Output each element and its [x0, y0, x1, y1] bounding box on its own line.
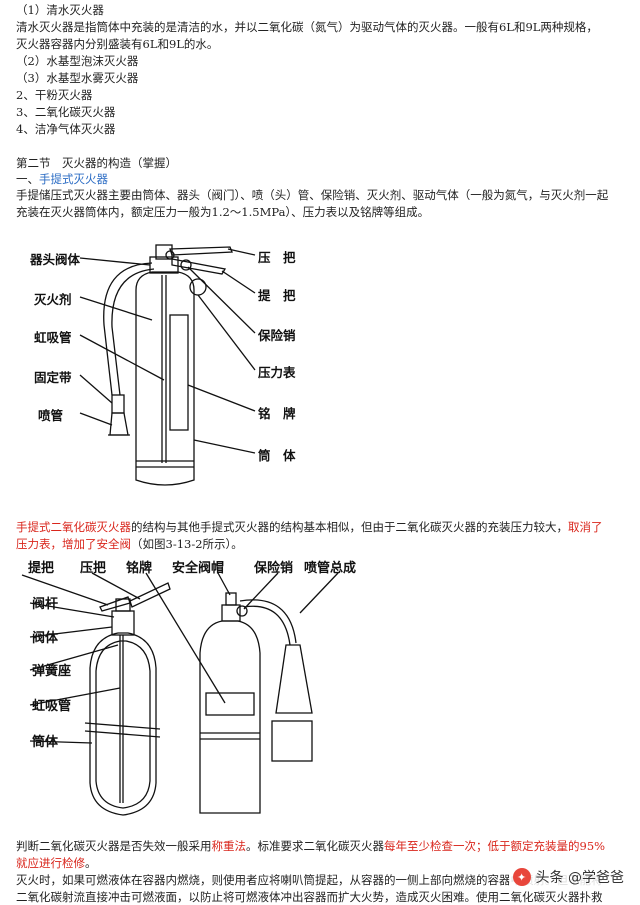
paragraph-weighing-1: 判断二氧化碳灭火器是否失效一般采用称重法。标准要求二氧化碳灭火器每年至少检查一次… [16, 838, 605, 854]
item-foam-extinguisher: （2）水基型泡沫灭火器 [16, 54, 139, 68]
label-press-handle-2: 压把 [80, 561, 107, 576]
label-valve-head: 器头阀体 [30, 252, 81, 267]
weighing-text-a: 判断二氧化碳灭火器是否失效一般采用 [16, 839, 212, 853]
label-press-handle: 压 把 [258, 250, 296, 265]
label-spring-seat: 弹簧座 [32, 664, 72, 679]
subsection-number: 一、 [16, 172, 39, 186]
watermark-text: 头条 @学爸爸 [535, 870, 624, 886]
subsection-link[interactable]: 手提式灭火器 [39, 172, 108, 186]
label-fixing-band: 固定带 [34, 370, 72, 385]
label-extinguishing-agent: 灭火剂 [34, 292, 72, 307]
item-clean-gas-extinguisher: 4、洁净气体灭火器 [16, 122, 116, 136]
weighing-text-end: 。 [85, 856, 97, 870]
item-co2-extinguisher: 3、二氧化碳灭火器 [16, 105, 116, 119]
paragraph-usage-2: 二氧化碳射流直接冲击可燃液面，以防止将可燃液体冲出容器而扩大火势，造成灭火困难。… [16, 890, 603, 904]
weighing-text-b: 。标准要求二氧化碳灭火器 [246, 839, 384, 853]
label-pressure-gauge: 压力表 [258, 365, 296, 380]
paragraph-water-2: 灭火器容器内分别盛装有6L和9L的水。 [16, 37, 219, 51]
extinguisher-diagram-1 [79, 244, 256, 486]
label-valve-stem: 阀杆 [32, 597, 59, 612]
figure-stored-pressure-extinguisher: 器头阀体 灭火剂 虹吸管 固定带 喷管 压 把 提 把 保险销 压力表 铭 牌 … [0, 235, 640, 500]
toutiao-logo-icon: ✦ [512, 868, 531, 886]
label-cylinder: 筒 体 [258, 448, 296, 463]
figure-co2-extinguisher: 提把 压把 铭牌 安全阀帽 保险销 喷管总成 阀杆 阀体 弹簧座 虹吸管 筒体 [0, 553, 640, 828]
label-nameplate-2: 铭牌 [126, 561, 153, 576]
highlight-repair: 就应进行检修 [16, 856, 85, 870]
extinguisher-diagram-2 [21, 572, 339, 816]
co2-text-rest: （如图3-13-2所示）。 [131, 537, 243, 551]
co2-text-mid: 的结构与其他手提式灭火器的结构基本相似，但由于二氧化碳灭火器的充装压力较大， [131, 520, 568, 534]
paragraph-co2-structure-1: 手提式二氧化碳灭火器的结构与其他手提式灭火器的结构基本相似，但由于二氧化碳灭火器… [16, 519, 603, 535]
section-heading: 第二节 灭火器的构造（掌握） [16, 156, 177, 170]
highlight-annual-check: 每年至少检查一次；低于额定充装量的95% [384, 839, 606, 853]
label-safety-pin: 保险销 [258, 328, 296, 343]
highlight-weighing-method: 称重法 [211, 839, 247, 853]
label-siphon-tube-2: 虹吸管 [32, 699, 72, 714]
highlight-safety-valve: 压力表，增加了安全阀 [16, 537, 131, 551]
label-safety-valve-cap: 安全阀帽 [172, 561, 225, 576]
item-powder-extinguisher: 2、干粉灭火器 [16, 88, 93, 102]
label-hose-assembly: 喷管总成 [304, 561, 357, 576]
paragraph-weighing-2: 就应进行检修。 [16, 855, 97, 871]
subsection-heading: 一、手提式灭火器 [16, 171, 108, 187]
label-nameplate: 铭 牌 [258, 406, 296, 421]
label-cylinder-2: 筒体 [32, 735, 59, 750]
item-water-extinguisher: （1）清水灭火器 [16, 3, 104, 17]
label-carry-handle-2: 提把 [28, 561, 55, 576]
label-valve-body: 阀体 [32, 631, 59, 646]
paragraph-water-1: 清水灭火器是指筒体中充装的是清洁的水，并以二氧化碳（氮气）为驱动气体的灭火器。一… [16, 20, 598, 34]
label-carry-handle: 提 把 [258, 288, 296, 303]
paragraph-co2-structure-2: 压力表，增加了安全阀（如图3-13-2所示）。 [16, 536, 243, 552]
highlight-co2-portable: 手提式二氧化碳灭火器 [16, 520, 131, 534]
highlight-removed: 取消了 [568, 520, 603, 534]
item-mist-extinguisher: （3）水基型水雾灭火器 [16, 71, 139, 85]
paragraph-usage-1: 灭火时，如果可燃液体在容器内燃烧，则使用者应将喇叭筒提起，从容器的一侧上部向燃烧… [16, 873, 603, 887]
watermark: ✦ 头条 @学爸爸 [508, 865, 628, 889]
paragraph-structure-1: 手提储压式灭火器主要由筒体、器头（阀门）、喷（头）管、保险销、灭火剂、驱动气体（… [16, 188, 609, 202]
paragraph-structure-2: 充装在灭火器筒体内，额定压力一般为1.2～1.5MPa）、压力表以及铭牌等组成。 [16, 205, 430, 219]
label-safety-pin-2: 保险销 [254, 561, 294, 576]
label-nozzle-tube: 喷管 [38, 408, 64, 423]
label-siphon-tube: 虹吸管 [34, 330, 72, 345]
